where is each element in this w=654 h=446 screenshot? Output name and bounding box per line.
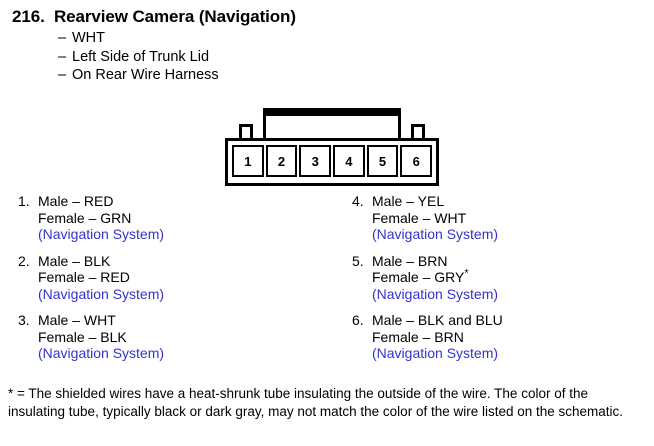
pin-entry-index: 5. <box>352 252 364 269</box>
pin-column-left: 1. Male – RED Female – GRN (Navigation S… <box>18 193 338 362</box>
pin-entry-system: (Navigation System) <box>372 345 499 361</box>
connector-pin-6: 6 <box>400 145 433 177</box>
pin-entry-female: Female – GRN <box>38 209 132 226</box>
page-title: 216. Rearview Camera (Navigation) <box>12 6 642 27</box>
pin-entry-male: Male – BRN <box>372 252 448 269</box>
header-block: 216.Rearview Camera (Navigation) –WHT –L… <box>12 6 642 85</box>
connector-diagram: 1 2 3 4 5 6 <box>0 108 654 186</box>
pin-entry-index: 6. <box>352 312 364 328</box>
header-sub-list: –WHT –Left Side of Trunk Lid –On Rear Wi… <box>12 29 642 85</box>
pin-entry-male: Male – WHT <box>38 312 116 328</box>
pin-entry-system: (Navigation System) <box>372 285 499 302</box>
header-sub-item: –WHT <box>58 29 642 48</box>
pin-entry-male: Male – RED <box>38 193 114 209</box>
pin-entry-female: Female – WHT <box>372 210 652 227</box>
pin-entry-female-text: Female – WHT <box>372 209 467 226</box>
connector-locking-tab-left <box>239 124 253 140</box>
pin-entry-female: Female – BLK <box>38 328 127 345</box>
connector-pin-1: 1 <box>232 145 264 177</box>
dash-glyph: – <box>58 67 67 83</box>
pin-column-right: 4. Male – YEL Female – WHT (Navigation S… <box>352 193 652 362</box>
pin-entry-index: 1. <box>18 193 30 209</box>
pin-entry-index: 2. <box>18 252 30 269</box>
connector-pin-5: 5 <box>366 145 399 177</box>
dash-glyph: – <box>58 30 67 46</box>
pin-entry: 1. Male – RED Female – GRN (Navigation S… <box>18 193 338 243</box>
footnote-asterisk: * <box>464 267 469 280</box>
pin-entry: 2. Male – BLK Female – RED (Navigation S… <box>18 253 338 303</box>
connector-body: 1 2 3 4 5 6 <box>225 138 439 186</box>
header-sub-label: Left Side of Trunk Lid <box>72 48 210 65</box>
header-sub-item: –Left Side of Trunk Lid <box>58 48 642 67</box>
pin-entry-female: Female – BRN <box>372 329 652 346</box>
connector-pin-3: 3 <box>299 145 332 177</box>
pin-entry-system: (Navigation System) <box>38 345 165 361</box>
pin-entry: 3. Male – WHT Female – BLK (Navigation S… <box>18 312 338 362</box>
header-sub-item: –On Rear Wire Harness <box>58 66 642 85</box>
page-title-text: Rearview Camera (Navigation) <box>54 7 296 26</box>
connector-top-bar <box>263 108 401 116</box>
pin-entry: 5. Male – BRN Female – GRY* (Navigation … <box>352 253 652 303</box>
pin-entry-female: Female – RED <box>38 269 130 285</box>
pin-entry-female-text: Female – GRY <box>372 269 465 285</box>
pin-entry-female-text: Female – BRN <box>372 328 464 345</box>
pin-entry-index: 3. <box>18 312 30 328</box>
pin-entry-system: (Navigation System) <box>38 285 165 302</box>
pin-entry-male: Male – BLK <box>38 252 111 269</box>
header-sub-label: On Rear Wire Harness <box>72 67 219 83</box>
connector-locking-tab-right <box>411 124 425 140</box>
pin-entry-male: Male – BLK and BLU <box>372 312 503 328</box>
header-sub-label: WHT <box>72 30 106 46</box>
pin-entry: 6. Male – BLK and BLU Female – BRN (Navi… <box>352 312 652 362</box>
pin-entry-index: 4. <box>352 193 364 209</box>
pin-entry: 4. Male – YEL Female – WHT (Navigation S… <box>352 193 652 243</box>
pin-entry-system: (Navigation System) <box>372 226 499 242</box>
pin-entry-female: Female – GRY* <box>372 267 652 286</box>
pin-entry-male: Male – YEL <box>372 193 445 209</box>
footnote-text: * = The shielded wires have a heat-shrun… <box>8 386 624 419</box>
page-title-number: 216. <box>12 7 45 26</box>
connector-pin-2: 2 <box>265 145 298 177</box>
pin-entry-system: (Navigation System) <box>38 226 165 242</box>
dash-glyph: – <box>58 48 67 65</box>
connector-housing: 1 2 3 4 5 6 <box>225 108 439 186</box>
connector-pin-4: 4 <box>333 145 365 177</box>
